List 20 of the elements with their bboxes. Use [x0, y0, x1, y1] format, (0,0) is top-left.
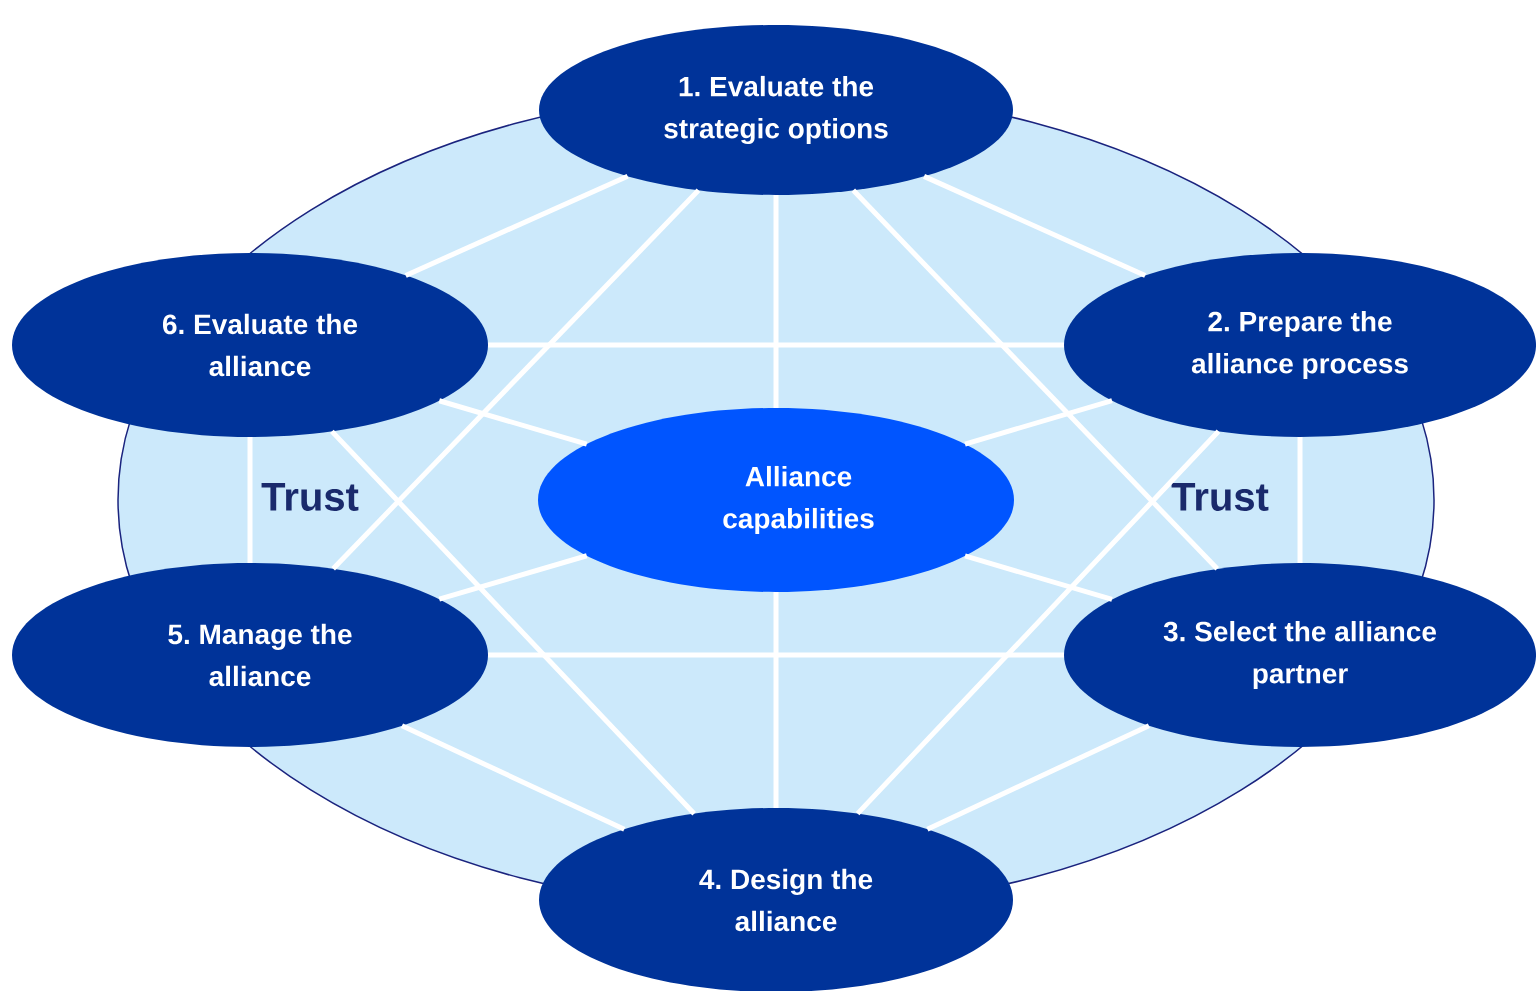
connector-line [488, 652, 1064, 658]
connector-line [923, 174, 1147, 278]
connector-line [331, 188, 701, 571]
connector-line [964, 398, 1113, 447]
connector-line [330, 429, 696, 816]
connector-line [1297, 437, 1303, 563]
connector-line [926, 723, 1150, 832]
connector-line [773, 592, 779, 808]
connector-line [773, 195, 779, 408]
connector-line [964, 553, 1113, 602]
connector-line [400, 723, 626, 832]
connector-line [438, 398, 588, 447]
connector-line [851, 188, 1219, 571]
trust-label: Trust [261, 483, 359, 511]
connector-line [855, 429, 1221, 816]
connector-line [488, 342, 1064, 348]
trust-label: Trust [1171, 483, 1269, 511]
connector-line [438, 553, 588, 602]
connector-line [404, 174, 629, 278]
connector-line [247, 437, 253, 563]
